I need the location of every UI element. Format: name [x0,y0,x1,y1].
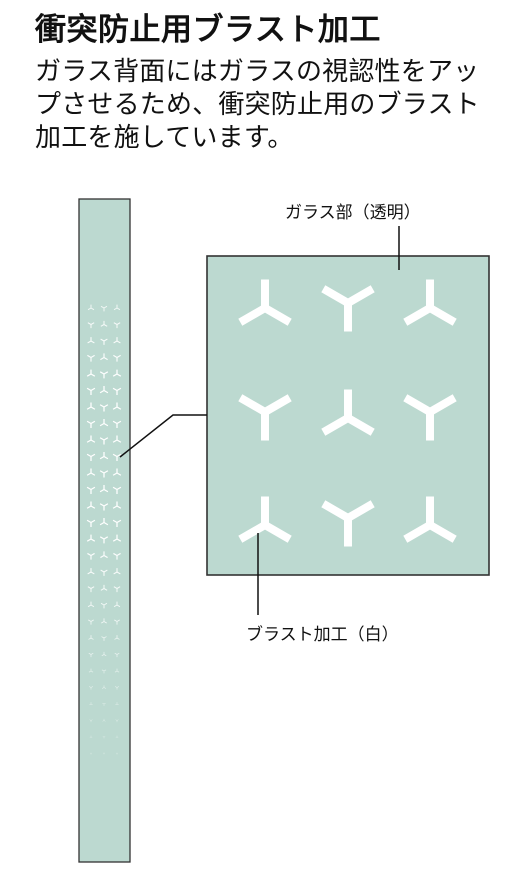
page-title: 衝突防止用ブラスト加工 [35,12,381,48]
magnify-leader-line [119,414,207,458]
label-glass: ガラス部（透明） [285,203,421,223]
description-line-3: 加工を施しています。 [35,123,294,153]
description-line-1: ガラス背面にはガラスの視認性をアッ [35,57,480,87]
glass-panel-strip [78,198,131,863]
description-line-2: プさせるため、衝突防止用のブラスト [35,90,480,120]
description: ガラス背面にはガラスの視認性をアッ プさせるため、衝突防止用のブラスト 加工を施… [35,56,505,155]
label-blast: ブラスト加工（白） [246,624,399,645]
